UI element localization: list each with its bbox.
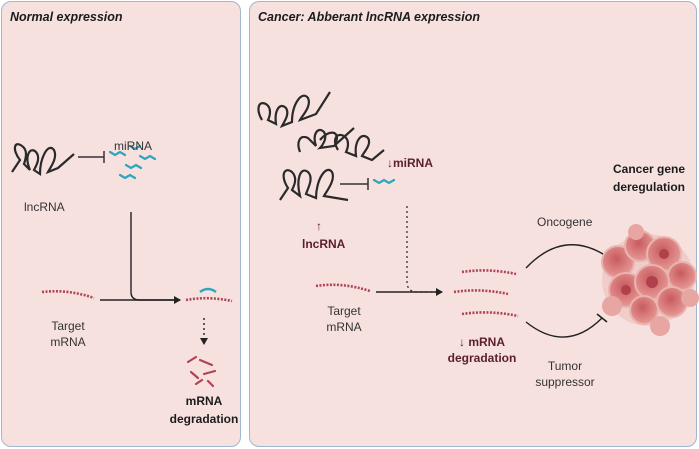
lncrna-label: lncRNA [302,237,346,251]
mirna-dotted-path [406,206,440,293]
inhibition-line [340,178,369,190]
cancer-gene-deregulation-label: Cancer gene deregulation [606,160,692,196]
target-label-line1: Target [327,304,361,318]
mrna-degradation-label: mRNA degradation [164,392,244,428]
bound-mrna-strand [185,296,233,303]
target-label-line1: Target [51,319,85,333]
target-mrna-label: Target mRNA [46,318,90,350]
panel-title: Normal expression [10,10,123,24]
degradation-line2: degradation [169,412,239,426]
oncogene-label: Oncogene [537,215,593,229]
degradation-line1: ↓ mRNA [458,335,505,349]
normal-expression-panel: Normal expression [1,1,241,447]
cancer-label-line1: Cancer gene [612,162,686,176]
cancer-label-line2: deregulation [612,180,685,194]
lncrna-label: lncRNA [24,200,65,214]
target-mrna-strand [315,283,371,293]
mirna-down-label: ↓miRNA [387,156,434,170]
target-label-line2: mRNA [326,320,362,334]
panel-title: Cancer: Abberant lncRNA expression [258,10,481,24]
degradation-line1: mRNA [185,394,223,408]
tumor-suppressor-arc [525,317,603,338]
mirna-cluster [108,144,157,180]
mirna-reduced [372,178,396,185]
mirna-label: miRNA [114,139,152,153]
tumor-cell-mass [601,224,699,336]
accumulated-mrna [453,269,519,318]
tumor-suppressor-label: Tumor suppressor [532,358,598,390]
tumor-label-line2: suppressor [535,375,595,389]
bound-mirna [199,287,217,293]
lncrna-structure [11,143,75,177]
lncrna-structure-overexpressed [257,91,385,202]
target-mrna-label: Target mRNA [322,303,366,335]
mirna-binding-arrow [130,212,181,304]
lncrna-up-arrow: ↑ [316,219,322,233]
mrna-fragments [186,355,217,388]
tumor-suppressor-bar [596,313,608,323]
target-label-line2: mRNA [50,335,86,349]
oncogene-arrow [525,244,613,269]
cancer-expression-panel: Cancer: Abberant lncRNA expression [249,1,697,447]
mrna-degradation-down-label: ↓ mRNA degradation [442,334,522,366]
target-mrna-strand [41,289,95,300]
degradation-line2: degradation [447,351,517,365]
inhibition-line [78,151,105,163]
tumor-label-line1: Tumor [547,359,583,373]
